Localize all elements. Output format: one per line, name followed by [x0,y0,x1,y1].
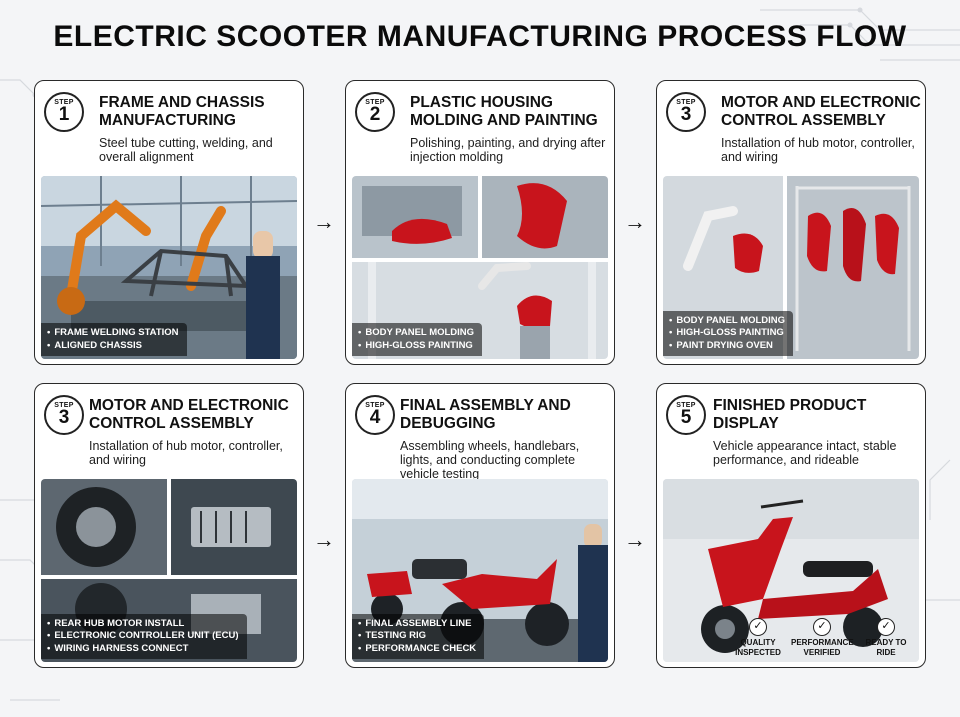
badge-label: PERFORMANCE VERIFIED [791,638,854,657]
step-title: FRAME AND CHASSIS MANUFACTURING [99,94,265,129]
step-label: STEP [54,402,74,409]
step-badge: STEP 3 [666,92,706,132]
step-title: FINISHED PRODUCT DISPLAY [713,397,867,432]
bullet-item: BODY PANEL MOLDING [669,315,785,328]
step-card-motor-assembly: STEP 3 MOTOR AND ELECTRONIC CONTROL ASSE… [34,383,304,668]
step-card-frame-chassis: STEP 1 FRAME AND CHASSIS MANUFACTURING S… [34,80,304,365]
performance-badge: ✓ PERFORMANCE VERIFIED [791,618,854,657]
step-description: Assembling wheels, handlebars, lights, a… [400,439,580,481]
bullet-item: ELECTRONIC CONTROLLER UNIT (ECU) [47,630,238,643]
step-label: STEP [676,99,696,106]
step-description: Vehicle appearance intact, stable perfor… [713,439,897,467]
right-arrow-icon: → [313,209,335,234]
bullet-list: BODY PANEL MOLDING HIGH-GLOSS PAINTING P… [663,310,794,356]
step-number: 3 [680,104,692,125]
step-badge: STEP 3 [44,395,84,435]
bullet-item: FRAME WELDING STATION [47,327,178,340]
step-card-motor-assembly-top: STEP 3 MOTOR AND ELECTRONIC CONTROL ASSE… [656,80,926,365]
bullet-item: PAINT DRYING OVEN [669,340,785,353]
page-title: ELECTRIC SCOOTER MANUFACTURING PROCESS F… [53,20,907,53]
bullet-item: ALIGNED CHASSIS [47,340,179,353]
bullet-item: REAR HUB MOTOR INSTALL [47,618,239,631]
step-badge: STEP 1 [44,92,84,132]
bullet-item: BODY PANEL MOLDING [358,327,474,340]
step-number: 3 [58,407,70,428]
step-label: STEP [365,402,385,409]
ready-badge: ✓ READY TO RIDE [855,618,917,657]
step-number: 5 [680,407,692,428]
step-card-finished-product: STEP 5 FINISHED PRODUCT DISPLAY Vehicle … [656,383,926,668]
step-description: Steel tube cutting, welding, and overall… [99,136,273,164]
bullet-item: PERFORMANCE CHECK [358,643,476,656]
step-label: STEP [365,99,385,106]
step-card-plastic-housing: STEP 2 PLASTIC HOUSING MOLDING AND PAINT… [345,80,615,365]
step-title: MOTOR AND ELECTRONIC CONTROL ASSEMBLY [89,397,289,432]
bullet-item: TESTING RIG [358,630,476,643]
step-title: FINAL ASSEMBLY AND DEBUGGING [400,397,571,432]
quality-badge: ✓ QUALITY INSPECTED [727,618,789,657]
right-arrow-icon: → [624,527,646,552]
step-badge: STEP 4 [355,395,395,435]
bullet-list: FRAME WELDING STATION ALIGNED CHASSIS [41,323,187,356]
check-circle-icon: ✓ [813,618,831,636]
step-title: PLASTIC HOUSING MOLDING AND PAINTING [410,94,598,129]
bullet-list: FINAL ASSEMBLY LINE TESTING RIG PERFORMA… [352,613,485,659]
step-number: 2 [369,104,381,125]
bullet-item: HIGH-GLOSS PAINTING [358,340,474,353]
step-label: STEP [54,99,74,106]
right-arrow-icon: → [313,527,335,552]
bullet-list: REAR HUB MOTOR INSTALL ELECTRONIC CONTRO… [41,613,247,659]
bullet-item: FINAL ASSEMBLY LINE [358,618,476,631]
bullet-list: BODY PANEL MOLDING HIGH-GLOSS PAINTING [352,323,483,356]
finished-scooter-photo [663,479,919,662]
step-description: Polishing, painting, and drying after in… [410,136,606,164]
step-badge: STEP 5 [666,395,706,435]
bullet-item: HIGH-GLOSS PAINTING [669,327,785,340]
badge-label: READY TO RIDE [865,638,907,657]
shield-check-icon: ✓ [749,618,767,636]
step-number: 4 [369,407,381,428]
step-badge: STEP 2 [355,92,395,132]
step-description: Installation of hub motor, controller, a… [721,136,915,164]
bullet-item: WIRING HARNESS CONNECT [47,643,239,656]
step-title: MOTOR AND ELECTRONIC CONTROL ASSEMBLY [721,94,921,129]
step-number: 1 [58,104,70,125]
check-circle-icon: ✓ [877,618,895,636]
step-description: Installation of hub motor, controller, a… [89,439,283,467]
right-arrow-icon: → [624,209,646,234]
badge-label: QUALITY INSPECTED [735,638,781,657]
badge-row: ✓ QUALITY INSPECTED ✓ PERFORMANCE VERIFI… [727,618,917,657]
step-card-final-assembly: STEP 4 FINAL ASSEMBLY AND DEBUGGING Asse… [345,383,615,668]
step-label: STEP [676,402,696,409]
